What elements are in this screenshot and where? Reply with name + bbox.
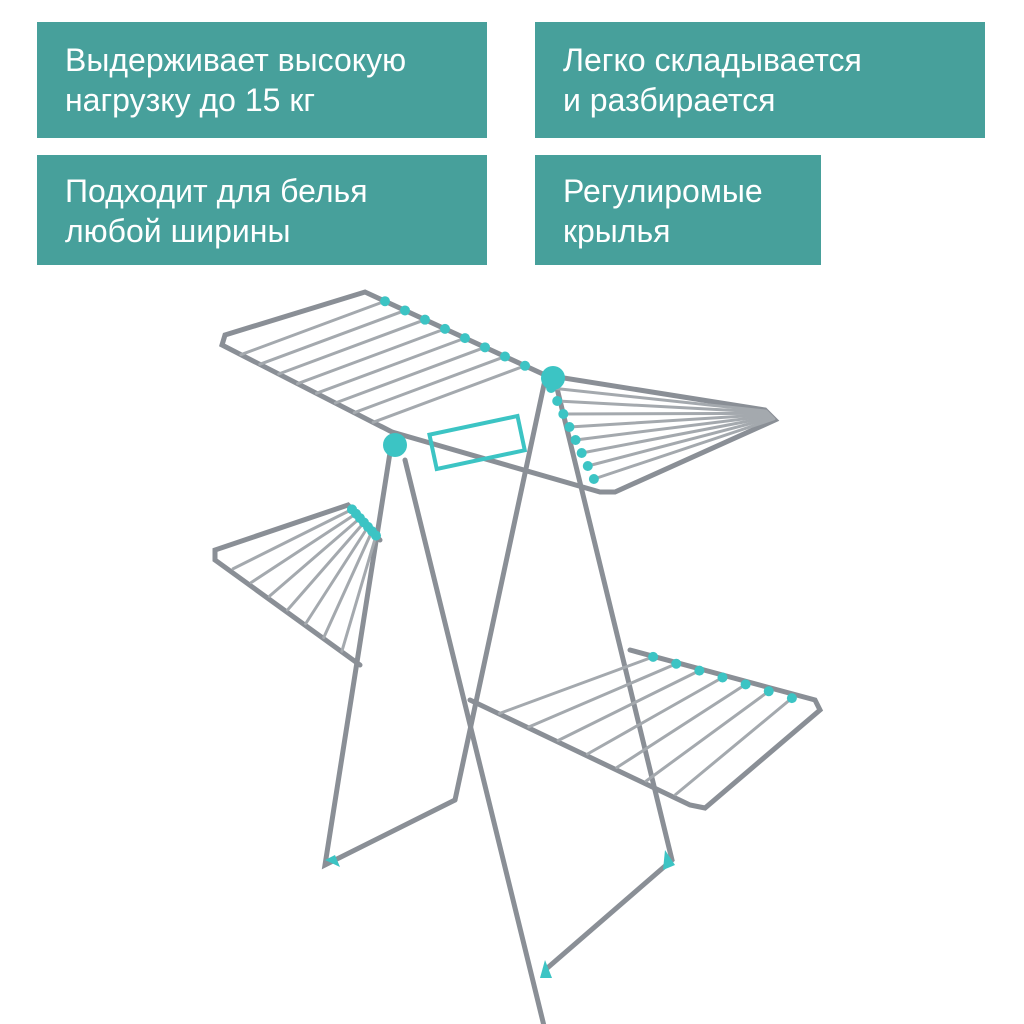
- basket: [427, 413, 528, 472]
- clip: [558, 409, 569, 419]
- clip: [480, 342, 490, 353]
- clip: [648, 651, 659, 662]
- rail: [231, 507, 354, 571]
- feature-text: Регулиромые: [563, 173, 763, 209]
- feature-text: и разбирается: [563, 82, 776, 118]
- rail: [556, 669, 701, 742]
- rail: [333, 345, 487, 405]
- lower-right-wing: [467, 647, 824, 811]
- rail: [267, 516, 362, 598]
- feature-text: Легко складывается: [563, 42, 862, 78]
- clip: [694, 665, 705, 676]
- rail: [304, 525, 370, 626]
- feature-text: любой ширины: [65, 213, 291, 249]
- rail: [277, 318, 427, 376]
- clip: [440, 323, 450, 334]
- clip: [576, 448, 587, 458]
- top-left-wing: [219, 289, 548, 435]
- clip: [520, 360, 530, 371]
- feature-text: крылья: [563, 213, 671, 249]
- rail: [258, 308, 407, 366]
- rail: [674, 696, 794, 796]
- leg-front-left: [321, 437, 458, 870]
- top-right-wing: [389, 372, 780, 495]
- rail: [586, 676, 724, 756]
- rail: [497, 655, 655, 715]
- foot: [325, 850, 675, 978]
- rail: [314, 336, 467, 395]
- hinge-right: [541, 366, 565, 390]
- feature-text: Выдерживает высокую: [65, 42, 407, 78]
- feature-box-width: Подходит для белья любой ширины: [37, 155, 487, 265]
- clip: [740, 679, 751, 690]
- clip: [671, 658, 682, 669]
- clip: [460, 333, 470, 344]
- rail: [296, 327, 447, 386]
- clip: [588, 474, 599, 484]
- rail: [567, 412, 771, 429]
- clip: [786, 693, 797, 704]
- leg-back-left: [452, 377, 548, 803]
- feature-box-wings: Регулиромые крылья: [535, 155, 821, 265]
- clip: [582, 461, 593, 471]
- rail: [322, 529, 374, 639]
- leg-front-right: [402, 457, 547, 1024]
- lower-left-wing: [212, 502, 383, 668]
- rail: [644, 689, 771, 783]
- rail: [561, 411, 770, 416]
- rail: [249, 512, 358, 584]
- clip: [400, 305, 410, 316]
- rail: [340, 534, 378, 653]
- rail: [239, 299, 387, 357]
- feature-box-folding: Легко складывается и разбирается: [535, 22, 985, 138]
- clip: [380, 296, 390, 307]
- clip: [570, 435, 581, 445]
- feature-box-load: Выдерживает высокую нагрузку до 15 кг: [37, 22, 487, 138]
- rail: [352, 355, 507, 415]
- rail: [592, 417, 776, 481]
- clip: [717, 672, 728, 683]
- feature-text: Подходит для белья: [65, 173, 368, 209]
- clip: [552, 396, 563, 406]
- hinge-left: [383, 433, 407, 457]
- rail: [371, 364, 527, 424]
- rail: [580, 415, 774, 455]
- clip: [500, 351, 510, 362]
- rail: [586, 416, 775, 468]
- clip: [371, 530, 381, 541]
- rail: [555, 399, 769, 414]
- leg-back: [542, 377, 675, 973]
- rail: [527, 662, 678, 729]
- clip: [763, 686, 774, 697]
- rail: [574, 414, 773, 442]
- clip: [564, 422, 575, 432]
- rail: [549, 386, 768, 413]
- feature-text: нагрузку до 15 кг: [65, 82, 316, 118]
- rail: [615, 682, 748, 769]
- rail: [286, 521, 366, 612]
- clip: [420, 314, 430, 325]
